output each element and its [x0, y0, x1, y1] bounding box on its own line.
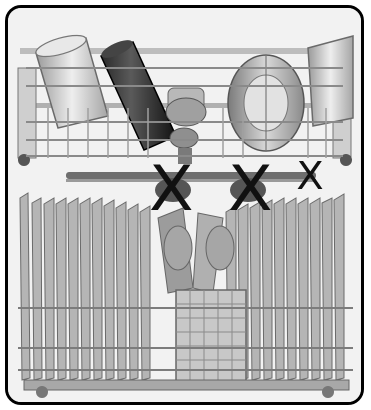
cutlery-basket	[176, 290, 246, 382]
saucer	[228, 55, 304, 151]
dishwasher-illustration-frame: X X X	[5, 5, 364, 405]
x-marker-left: X	[149, 158, 194, 220]
x-marker-middle: X	[228, 158, 273, 220]
x-marker-right: X	[296, 157, 323, 195]
cup-right	[308, 36, 353, 126]
